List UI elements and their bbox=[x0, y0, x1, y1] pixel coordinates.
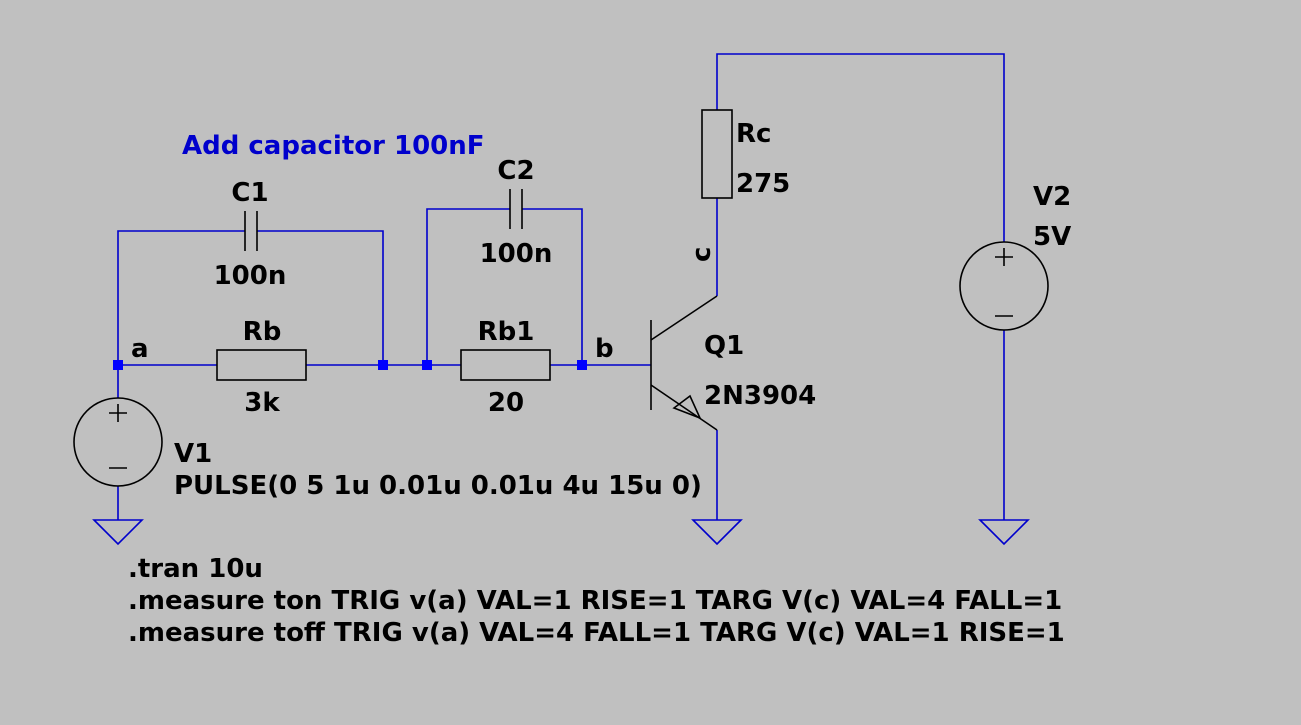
rc-value: 275 bbox=[736, 169, 790, 199]
resistor-rc[interactable] bbox=[701, 109, 733, 199]
v1-name: V1 bbox=[174, 439, 212, 469]
schematic-comment: Add capacitor 100nF bbox=[182, 131, 485, 161]
wire-rc-to-v2 bbox=[716, 53, 1005, 242]
voltage-source-v2[interactable] bbox=[959, 241, 1049, 331]
net-label-c: c bbox=[687, 247, 717, 262]
net-label-a: a bbox=[131, 334, 149, 364]
v1-value: PULSE(0 5 1u 0.01u 0.01u 4u 15u 0) bbox=[174, 471, 702, 501]
rb-name: Rb bbox=[243, 317, 282, 347]
rb1-name: Rb1 bbox=[478, 317, 535, 347]
v2-value: 5V bbox=[1033, 222, 1071, 252]
directive-tran: .tran 10u bbox=[128, 554, 263, 584]
rb1-value: 20 bbox=[488, 388, 524, 418]
wire-c2-left bbox=[426, 208, 510, 365]
c2-value: 100n bbox=[480, 239, 553, 269]
resistor-rb1[interactable] bbox=[460, 349, 551, 381]
ground-symbol bbox=[978, 519, 1030, 546]
capacitor-c2[interactable] bbox=[509, 189, 523, 229]
q1-value: 2N3904 bbox=[704, 381, 816, 411]
net-label-b: b bbox=[595, 334, 614, 364]
capacitor-c1[interactable] bbox=[244, 211, 258, 251]
v2-name: V2 bbox=[1033, 182, 1071, 212]
voltage-source-v1[interactable] bbox=[73, 397, 163, 487]
wire-c1-left bbox=[117, 230, 245, 365]
rb-value: 3k bbox=[244, 388, 280, 418]
c1-value: 100n bbox=[214, 261, 287, 291]
junction-dot bbox=[113, 360, 123, 370]
junctions bbox=[113, 360, 587, 370]
junction-dot bbox=[577, 360, 587, 370]
junction-dot bbox=[378, 360, 388, 370]
ground-symbol bbox=[691, 519, 743, 546]
directive-measure-ton: .measure ton TRIG v(a) VAL=1 RISE=1 TARG… bbox=[128, 586, 1062, 616]
wire-c2-right bbox=[522, 208, 583, 365]
wire-c1-right bbox=[257, 230, 384, 365]
directive-measure-toff: .measure toff TRIG v(a) VAL=4 FALL=1 TAR… bbox=[128, 618, 1065, 648]
c2-name: C2 bbox=[497, 156, 534, 186]
wires bbox=[117, 53, 1005, 520]
junction-dot bbox=[422, 360, 432, 370]
q1-name: Q1 bbox=[704, 331, 744, 361]
ground-symbol bbox=[92, 519, 144, 546]
transistor-q1[interactable] bbox=[650, 295, 718, 431]
resistor-rb[interactable] bbox=[216, 349, 307, 381]
c1-name: C1 bbox=[231, 178, 268, 208]
rc-name: Rc bbox=[736, 119, 771, 149]
